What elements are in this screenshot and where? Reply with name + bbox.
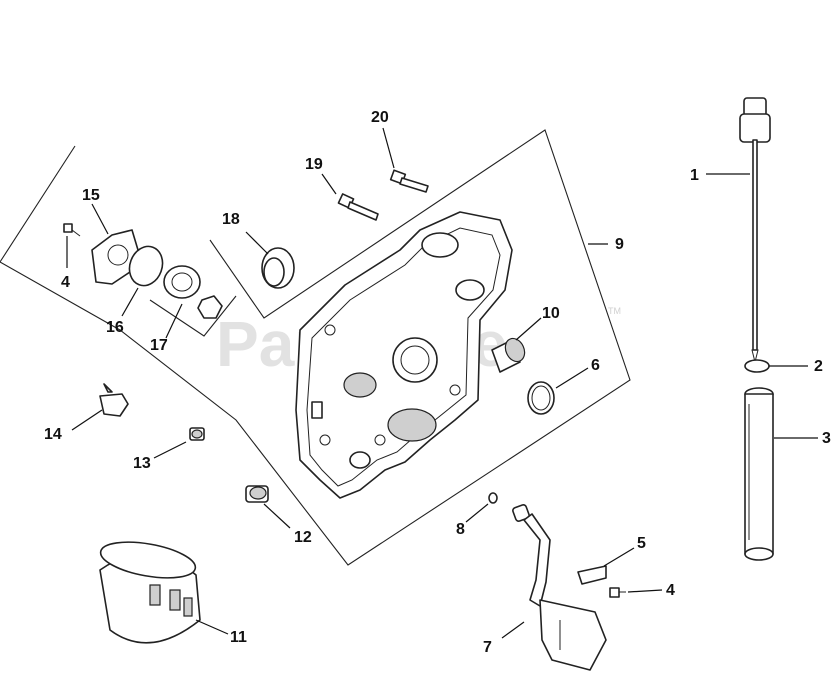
closure-plate[interactable]: [295, 211, 513, 499]
oil-pump-cover[interactable]: [91, 229, 139, 285]
bolt-19[interactable]: [337, 193, 379, 221]
oil-filter[interactable]: [98, 536, 201, 644]
callout-4-right: 4: [666, 582, 675, 599]
screw-right[interactable]: [609, 587, 626, 598]
callout-labels: 1 2 3 4 15 16 17 18 19 20 9 10 6 14 13 1…: [44, 109, 831, 656]
callout-17: 17: [150, 337, 168, 354]
leader-lines: [66, 127, 818, 639]
callout-14: 14: [44, 426, 62, 443]
oil-filter-nipple[interactable]: [491, 335, 528, 373]
dipstick-tube[interactable]: [744, 387, 774, 561]
oil-pressure-switch[interactable]: [99, 383, 129, 417]
callout-16: 16: [106, 319, 124, 336]
bracket[interactable]: [577, 565, 607, 585]
callout-7: 7: [483, 639, 492, 656]
callout-13: 13: [133, 455, 151, 472]
callout-6: 6: [591, 357, 600, 374]
oil-pickup[interactable]: [512, 504, 607, 671]
callout-1: 1: [690, 167, 699, 184]
callout-8: 8: [456, 521, 465, 538]
callout-9: 9: [615, 236, 624, 253]
drain-plug[interactable]: [245, 485, 269, 503]
callout-11: 11: [230, 629, 247, 646]
screw-left[interactable]: [63, 223, 81, 237]
o-ring-small[interactable]: [744, 359, 770, 373]
oil-pump-rotor[interactable]: [163, 265, 223, 319]
callout-4-left: 4: [61, 274, 70, 291]
callout-19: 19: [305, 156, 323, 173]
o-ring-pump[interactable]: [124, 242, 168, 291]
watermark-trademark: TM: [608, 306, 621, 316]
callout-12: 12: [294, 529, 312, 546]
dipstick[interactable]: [739, 97, 771, 363]
plug[interactable]: [189, 427, 205, 441]
assembly-frame: [0, 129, 631, 566]
bolt-20[interactable]: [389, 169, 429, 193]
o-ring-tiny[interactable]: [488, 492, 498, 504]
callout-18: 18: [222, 211, 240, 228]
oil-seal[interactable]: [261, 247, 295, 289]
callout-10: 10: [542, 305, 560, 322]
callout-15: 15: [82, 187, 100, 204]
callout-3: 3: [822, 430, 831, 447]
callout-2: 2: [814, 358, 823, 375]
callout-5: 5: [637, 535, 646, 552]
callout-20: 20: [371, 109, 389, 126]
